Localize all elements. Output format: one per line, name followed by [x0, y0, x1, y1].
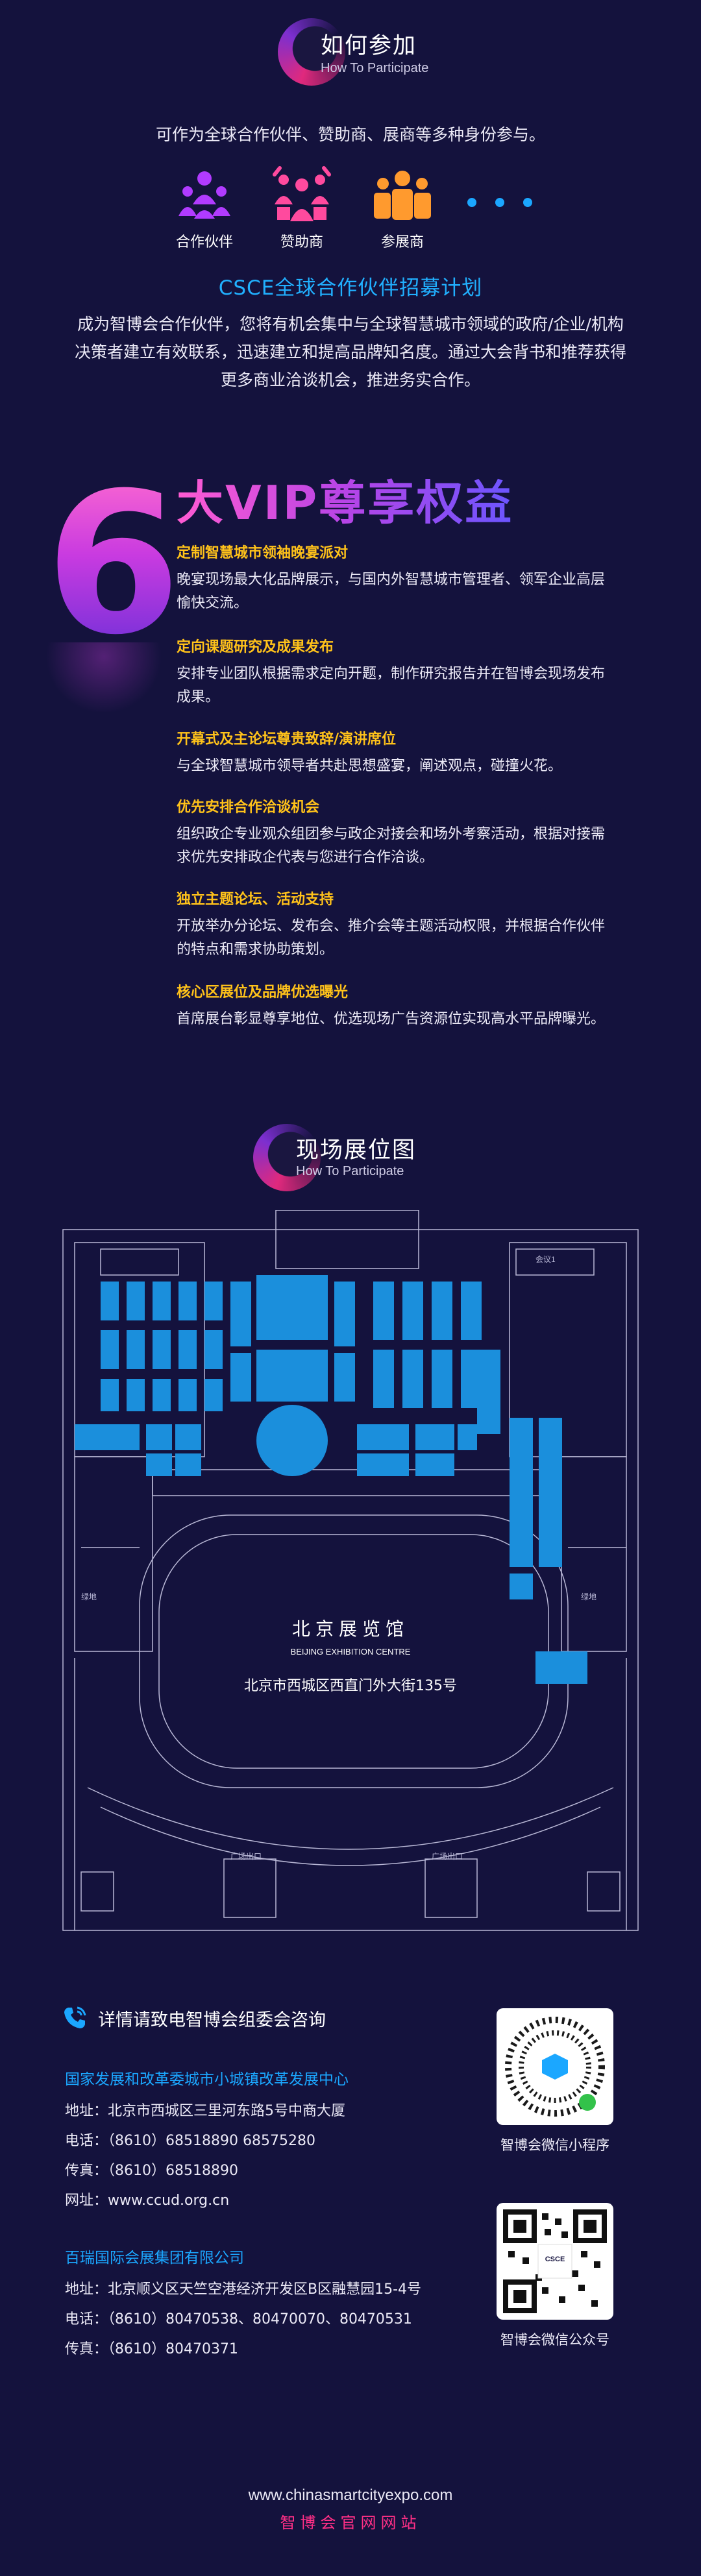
exhibitor-people-icon — [374, 171, 431, 220]
role-partner: 合作伙伴 — [162, 165, 247, 251]
benefit-title: 定制智慧城市领袖晚宴派对 — [177, 545, 349, 561]
benefit-item: 优先安排合作洽谈机会 组织政企专业观众组团参与政企对接会和场外考察活动，根据对接… — [177, 798, 650, 869]
role-label: 赞助商 — [280, 234, 323, 250]
benefit-desc: 晚宴现场最大化品牌展示，与国内外智慧城市管理者、领军企业高层愉快交流。 — [177, 572, 606, 611]
mini-program-qr-icon[interactable] — [497, 2008, 613, 2125]
square-exit-label: 广场出口 — [432, 1852, 463, 1861]
org-fax: 传真：（8610）68518890 — [65, 2163, 238, 2179]
org-address: 地址：北京市西城区三里河东路5号中商大厦 — [65, 2103, 345, 2119]
phone-icon — [64, 2006, 86, 2028]
venue-address: 北京市西城区西直门外大街135号 — [244, 1678, 457, 1694]
partner-people-icon — [178, 171, 230, 219]
benefit-item: 定制智慧城市领袖晚宴派对 晚宴现场最大化品牌展示，与国内外智慧城市管理者、领军企… — [177, 544, 650, 615]
role-label: 合作伙伴 — [175, 234, 233, 250]
venue-name: 北京展览馆 — [292, 1618, 409, 1640]
org-phone: 电话：（8610）80470538、80470070、80470531 — [65, 2311, 412, 2327]
venue-floor-plan: 会议1 绿地 绿地 广场出口 广场出口 北京展览馆 BEIJING EXHIBI… — [62, 1210, 639, 1931]
vip-number-six: 6 — [45, 451, 181, 677]
participate-header: 如何参加 How To Participate — [0, 13, 701, 86]
org-name: 国家发展和改革委城市小城镇改革发展中心 — [65, 2071, 349, 2088]
benefit-title: 开幕式及主论坛尊贵致辞/演讲席位 — [177, 731, 397, 747]
recruit-title: CSCE全球合作伙伴招募计划 — [218, 276, 483, 300]
venue-name-en: BEIJING EXHIBITION CENTRE — [291, 1647, 411, 1657]
participate-title: 如何参加 — [321, 33, 417, 59]
square-exit-label: 广场出口 — [230, 1852, 262, 1861]
benefit-desc: 首席展台彰显尊享地位、优选现场广告资源位实现高水平品牌曝光。 — [177, 1011, 606, 1027]
benefit-desc: 与全球智慧城市领导者共赴思想盛宴，阐述观点，碰撞火花。 — [177, 758, 563, 774]
booth-group — [75, 1275, 587, 1684]
recruit-desc-line: 决策者建立有效联系，迅速建立和提高品牌知名度。通过大会背书和推荐获得 — [74, 343, 626, 361]
header-orb-decoration — [278, 18, 345, 86]
participate-intro: 可作为全球合作伙伴、赞助商、展商等多种身份参与。 — [155, 125, 545, 144]
greenland-label: 绿地 — [81, 1592, 97, 1601]
participate-subtitle: How To Participate — [321, 61, 429, 75]
benefit-desc: 安排专业团队根据需求定向开题，制作研究报告并在智博会现场发布成果。 — [177, 666, 606, 705]
recruit-desc-line: 成为智博会合作伙伴，您将有机会集中与全球智慧城市领域的政府/企业/机构 — [77, 315, 624, 334]
qr-caption: 智博会微信公众号 — [500, 2332, 609, 2348]
greenland-label: 绿地 — [581, 1592, 596, 1601]
more-dots-icon — [467, 198, 532, 207]
benefit-item: 独立主题论坛、活动支持 开放举办分论坛、发布会、推介会等主题活动权限，并根据合作… — [177, 890, 650, 962]
wechat-official-qr-icon[interactable]: CSCE — [497, 2203, 613, 2320]
benefit-title: 优先安排合作洽谈机会 — [177, 799, 320, 816]
benefit-item: 核心区展位及品牌优选曝光 首席展台彰显尊享地位、优选现场广告资源位实现高水平品牌… — [177, 983, 650, 1031]
benefit-item: 开幕式及主论坛尊贵致辞/演讲席位 与全球智慧城市领导者共赴思想盛宴，阐述观点，碰… — [177, 730, 650, 778]
recruit-desc-line: 更多商业洽谈机会，推进务实合作。 — [220, 371, 480, 389]
qr-caption: 智博会微信小程序 — [500, 2137, 609, 2153]
benefit-item: 定向课题研究及成果发布 安排专业团队根据需求定向开题，制作研究报告并在智博会现场… — [177, 638, 650, 709]
benefit-title: 定向课题研究及成果发布 — [177, 639, 334, 655]
benefit-title: 核心区展位及品牌优选曝光 — [177, 984, 349, 1001]
six-reflection-decoration — [45, 642, 162, 714]
contact-heading-text: 详情请致电智博会组委会咨询 — [98, 2010, 326, 2030]
footer-subtitle: 智博会官网网站 — [280, 2514, 421, 2532]
org-website[interactable]: 网址：www.ccud.org.cn — [65, 2193, 230, 2209]
vip-title: 大VIP尊享权益 — [177, 465, 513, 533]
floorplan-title: 现场展位图 — [296, 1137, 417, 1163]
recruit-description: 成为智博会合作伙伴，您将有机会集中与全球智慧城市领域的政府/企业/机构 决策者建… — [65, 310, 636, 394]
qr-logo-text: CSCE — [545, 2255, 565, 2263]
role-exhibitor: 参展商 — [360, 165, 445, 251]
org-name: 百瑞国际会展集团有限公司 — [65, 2250, 244, 2266]
header-orb-decoration — [253, 1124, 321, 1191]
org-phone: 电话：（8610）68518890 68575280 — [65, 2133, 315, 2149]
benefit-desc: 组织政企专业观众组团参与政企对接会和场外考察活动，根据对接需求优先安排政企代表与… — [177, 826, 606, 866]
floorplan-subtitle: How To Participate — [296, 1164, 404, 1178]
contact-heading: 详情请致电智博会组委会咨询 — [62, 2002, 326, 2034]
benefit-title: 独立主题论坛、活动支持 — [177, 892, 334, 908]
floorplan-header: 现场展位图 How To Participate — [0, 1123, 701, 1194]
org-address: 地址：北京顺义区天竺空港经济开发区B区融慧园15-4号 — [65, 2281, 422, 2298]
role-label: 参展商 — [380, 234, 424, 250]
sponsor-people-icon — [273, 166, 331, 221]
org-fax: 传真：（8610）80470371 — [65, 2341, 238, 2357]
benefit-desc: 开放举办分论坛、发布会、推介会等主题活动权限，并根据合作伙伴的特点和需求协助策划… — [177, 918, 606, 958]
footer-url[interactable]: www.chinasmartcityexpo.com — [248, 2486, 453, 2504]
role-sponsor: 赞助商 — [260, 165, 344, 251]
room-label: 会议1 — [535, 1255, 556, 1264]
